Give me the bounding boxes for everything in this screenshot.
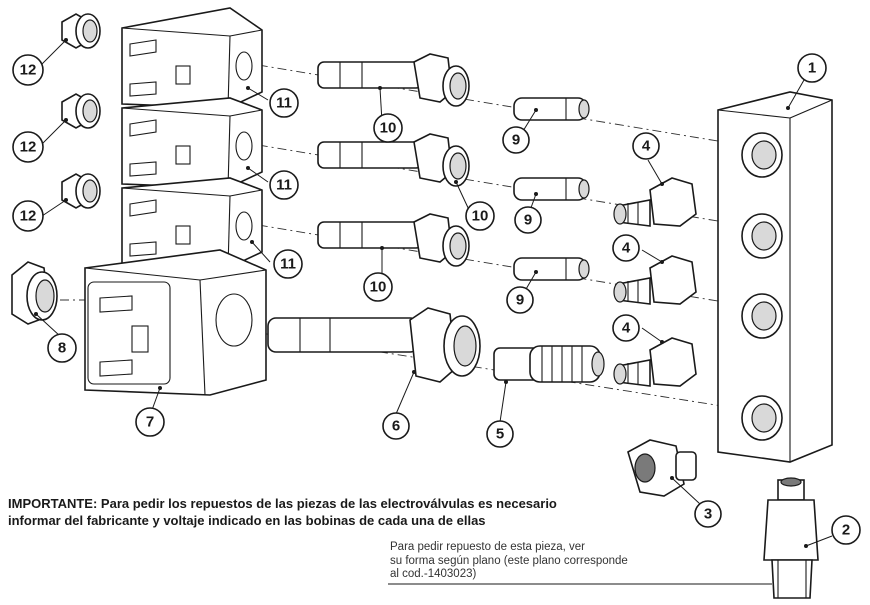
callout-4-top: 4 [632,132,660,160]
nut-part-12-middle [61,93,101,129]
callout-label: 10 [472,208,489,225]
callout-label: 2 [842,522,850,539]
hose-fitting-part-4-bottom [613,337,697,387]
tube-part-10-middle [317,133,470,187]
callout-8: 8 [47,333,77,363]
callout-12-bottom: 12 [12,200,44,232]
callout-10-bottom: 10 [363,272,393,302]
plunger-part-9-bottom [513,257,590,281]
callout-9-middle: 9 [514,206,542,234]
callout-2: 2 [831,515,861,545]
callout-label: 9 [512,132,520,149]
callout-11-middle: 11 [269,170,299,200]
callout-11-top: 11 [269,88,299,118]
manifold-block-part-1 [717,91,833,463]
cylinder-part-2 [763,477,819,599]
spare-part-note-line-2: su forma según plano (este plano corresp… [390,554,628,567]
callout-label: 11 [280,256,296,273]
callout-4-bottom: 4 [612,314,640,342]
callout-10-top: 10 [373,113,403,143]
nut-part-12-top [61,13,101,49]
callout-label: 11 [276,177,292,194]
callout-label: 5 [496,426,504,443]
callout-label: 1 [808,60,816,77]
callout-label: 4 [622,320,631,337]
callout-9-bottom: 9 [506,286,534,314]
tube-part-10-top [317,53,470,107]
callout-label: 10 [370,279,387,296]
important-notice: IMPORTANTE: Para pedir los repuestos de … [8,495,728,529]
callout-label: 3 [704,506,712,523]
coil-part-7 [84,249,267,396]
fitting-part-3 [627,439,697,497]
plunger-part-9-top [513,97,590,121]
callout-1: 1 [797,53,827,83]
coil-part-11-top [121,7,263,109]
coil-part-11-middle [121,97,263,189]
plunger-part-9-middle [513,177,590,201]
tube-part-6 [267,307,481,383]
callout-label: 6 [392,418,400,435]
spring-plunger-part-5 [493,345,605,383]
nut-part-12-bottom [61,173,101,209]
callout-3: 3 [694,500,722,528]
important-notice-line-2: informar del fabricante y voltaje indica… [8,513,486,528]
callout-label: 9 [524,212,532,229]
hose-fitting-part-4-middle [613,255,697,305]
callout-label: 4 [642,138,651,155]
callout-4-middle: 4 [612,234,640,262]
spare-part-note-line-3: al cod.-1403023) [390,568,477,580]
leader-lines [34,38,833,548]
nut-part-8 [11,261,58,325]
callout-label: 7 [146,414,154,431]
hose-fitting-part-4-top [613,177,697,227]
spare-part-note-line-1: Para pedir repuesto de esta pieza, ver [390,541,585,553]
callout-label: 12 [20,62,37,79]
callout-6: 6 [382,412,410,440]
callout-label: 9 [516,292,524,309]
callout-12-middle: 12 [12,131,44,163]
callout-label: 10 [380,120,397,137]
callout-7: 7 [135,407,165,437]
callout-label: 4 [622,240,631,257]
callout-10-middle: 10 [465,201,495,231]
spare-part-note: Para pedir repuesto de esta pieza, ver s… [390,541,730,582]
callout-label: 12 [20,208,37,225]
callout-label: 8 [58,340,66,357]
callout-11-bottom: 11 [273,249,303,279]
callout-9-top: 9 [502,126,530,154]
callout-label: 12 [20,139,37,156]
callout-5: 5 [486,420,514,448]
tube-part-10-bottom [317,213,470,267]
callout-12-top: 12 [12,54,44,86]
important-notice-line-1: IMPORTANTE: Para pedir los repuestos de … [8,496,557,511]
callout-label: 11 [276,95,292,112]
